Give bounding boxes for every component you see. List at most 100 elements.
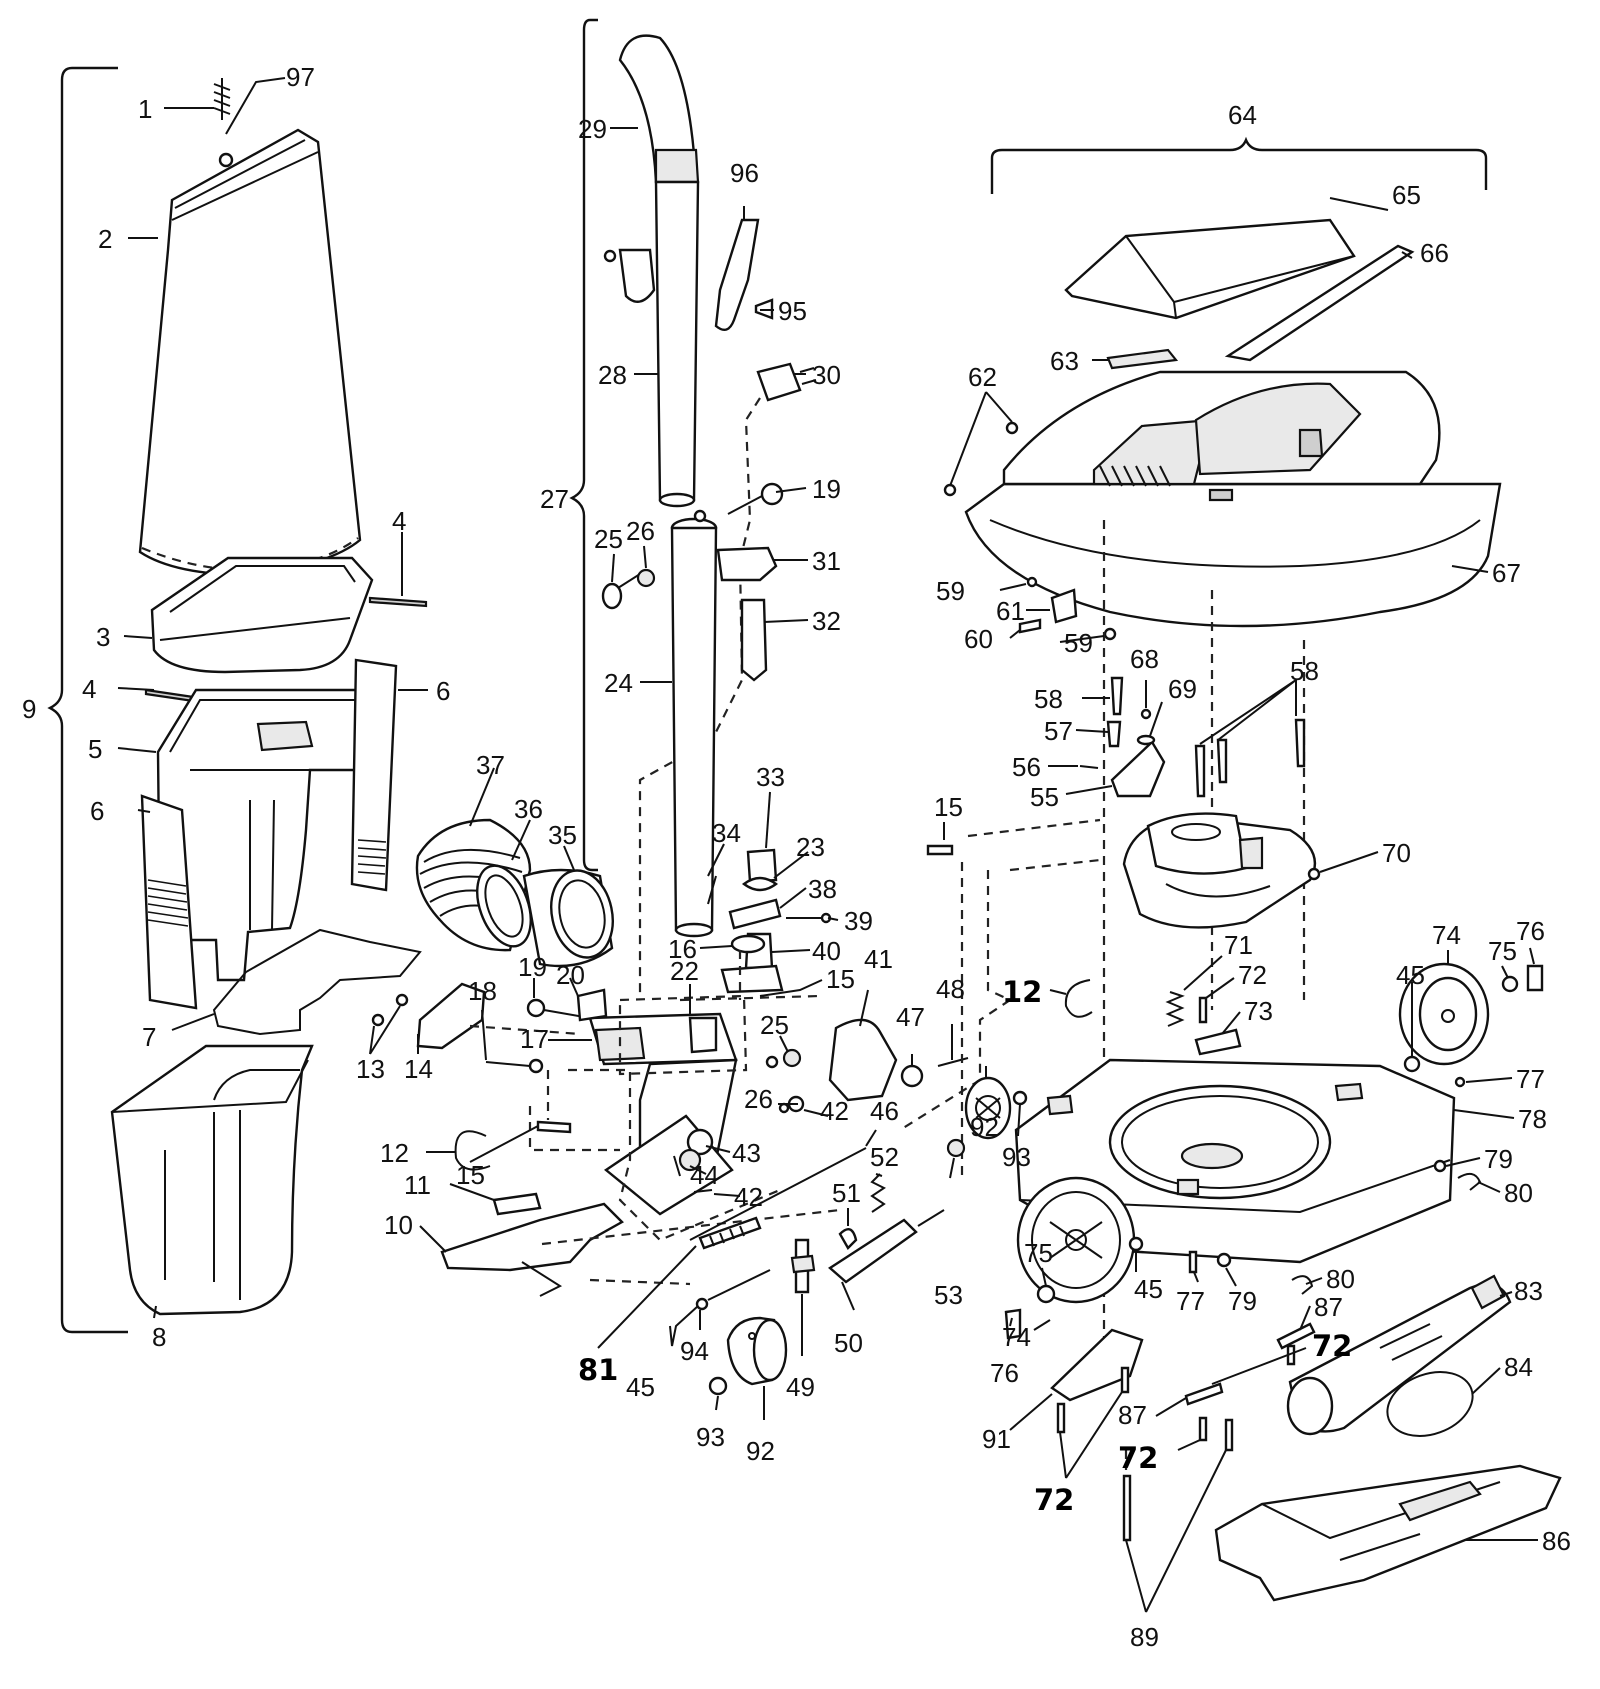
part-29-handle-grip xyxy=(618,34,698,184)
part-11-pedal-pad xyxy=(492,1192,542,1216)
label-13: 13 xyxy=(356,1054,385,1084)
label-29: 29 xyxy=(578,114,607,144)
label-64: 64 xyxy=(1228,100,1257,130)
part-73-plate xyxy=(1194,1028,1242,1056)
hood-base-group xyxy=(899,136,1562,1602)
label-38: 38 xyxy=(808,874,837,904)
part-33-bracket xyxy=(746,848,778,884)
part-94-rod xyxy=(707,1269,771,1301)
label-75a: 75 xyxy=(1488,936,1517,966)
label-78: 78 xyxy=(1518,1104,1547,1134)
label-25b: 25 xyxy=(760,1010,789,1040)
label-15a: 15 xyxy=(826,964,855,994)
label-15b: 15 xyxy=(456,1160,485,1190)
label-80a: 80 xyxy=(1504,1178,1533,1208)
label-14: 14 xyxy=(404,1054,433,1084)
label-86: 86 xyxy=(1542,1526,1571,1556)
label-74b: 74 xyxy=(1002,1322,1031,1352)
label-24: 24 xyxy=(604,668,633,698)
label-36: 36 xyxy=(514,794,543,824)
part-59-nut-b xyxy=(1103,627,1117,641)
part-74-wheel-b xyxy=(1016,1176,1136,1304)
label-43: 43 xyxy=(732,1138,761,1168)
part-67-hood xyxy=(964,370,1502,628)
part-51-clip xyxy=(838,1228,858,1250)
label-8: 8 xyxy=(152,1322,166,1352)
label-7: 7 xyxy=(142,1022,156,1052)
part-89-screw-b xyxy=(1224,1418,1234,1452)
label-47: 47 xyxy=(896,1002,925,1032)
part-6-panel-right xyxy=(350,658,398,892)
label-40: 40 xyxy=(812,936,841,966)
label-92a: 92 xyxy=(746,1436,775,1466)
part-75-washer-a xyxy=(1501,975,1519,993)
part-45-washer-c xyxy=(1128,1236,1144,1252)
label-74a: 74 xyxy=(1432,920,1461,950)
part-36-hose-ring xyxy=(476,864,532,948)
part-4-pin-a xyxy=(368,596,428,608)
part-81-spring xyxy=(698,1216,762,1250)
part-83-brushroll xyxy=(1286,1274,1512,1436)
label-68: 68 xyxy=(1130,644,1159,674)
part-72-screw-d xyxy=(1198,1416,1208,1442)
part-25-screw-lower xyxy=(765,1048,802,1069)
part-80-clip-b xyxy=(1291,1275,1314,1295)
part-92-wheel-a xyxy=(726,1316,788,1386)
label-91: 91 xyxy=(982,1424,1011,1454)
part-1-spring xyxy=(213,78,234,168)
part-76-axle-b xyxy=(1004,1308,1022,1340)
part-53-nut xyxy=(946,1138,966,1158)
label-77b: 77 xyxy=(1176,1286,1205,1316)
label-19a: 19 xyxy=(812,474,841,504)
label-10: 10 xyxy=(384,1210,413,1240)
label-12b: 12 xyxy=(1002,975,1042,1009)
part-20-plate xyxy=(576,988,608,1022)
part-49-shaft xyxy=(790,1238,816,1294)
part-13-screws xyxy=(371,993,409,1027)
label-52: 52 xyxy=(870,1142,899,1172)
label-61: 61 xyxy=(996,596,1025,626)
part-8-dirt-bin xyxy=(110,1044,314,1316)
label-30: 30 xyxy=(812,360,841,390)
label-92b: 92 xyxy=(970,1112,999,1142)
label-11: 11 xyxy=(404,1170,431,1200)
label-73: 73 xyxy=(1244,996,1273,1026)
part-19-screw-upper xyxy=(727,482,784,515)
part-93-cap-a xyxy=(708,1376,728,1396)
label-23: 23 xyxy=(796,832,825,862)
part-labels: 1 97 2 4 3 9 4 6 5 6 7 8 29 96 95 28 30 … xyxy=(22,62,1571,1652)
label-67: 67 xyxy=(1492,558,1521,588)
part-87-bracket-a xyxy=(1276,1322,1316,1350)
part-2-bag xyxy=(138,128,362,577)
part-80-clip-a xyxy=(1457,1172,1482,1191)
label-44: 44 xyxy=(690,1160,719,1190)
label-1: 1 xyxy=(138,94,152,124)
part-47-nut xyxy=(900,1064,924,1088)
label-65: 65 xyxy=(1392,180,1421,210)
part-3-frame xyxy=(150,556,374,674)
label-31: 31 xyxy=(812,546,841,576)
label-80b: 80 xyxy=(1326,1264,1355,1294)
part-25-screw-upper xyxy=(601,573,641,610)
part-63-carry-handle xyxy=(1106,348,1179,370)
part-16-washer xyxy=(730,934,766,954)
part-66-lens xyxy=(1224,244,1415,362)
label-93b: 93 xyxy=(1002,1142,1031,1172)
label-56: 56 xyxy=(1012,752,1041,782)
label-76b: 76 xyxy=(990,1358,1019,1388)
label-4b: 4 xyxy=(82,674,96,704)
label-50: 50 xyxy=(834,1328,863,1358)
part-45-washer-b xyxy=(1403,1055,1421,1073)
part-43-44-gears xyxy=(673,1128,714,1177)
label-77a: 77 xyxy=(1516,1064,1545,1094)
label-62: 62 xyxy=(968,362,997,392)
label-55: 55 xyxy=(1030,782,1059,812)
label-39: 39 xyxy=(844,906,873,936)
part-45-washer-a xyxy=(695,1297,709,1311)
part-60-screw xyxy=(1018,618,1042,634)
part-15-screw-left xyxy=(536,1120,572,1134)
label-45b: 45 xyxy=(1396,960,1425,990)
part-77-screw-b xyxy=(1188,1250,1198,1274)
leader-lines xyxy=(117,77,1538,1613)
part-17-yoke xyxy=(588,1012,738,1216)
